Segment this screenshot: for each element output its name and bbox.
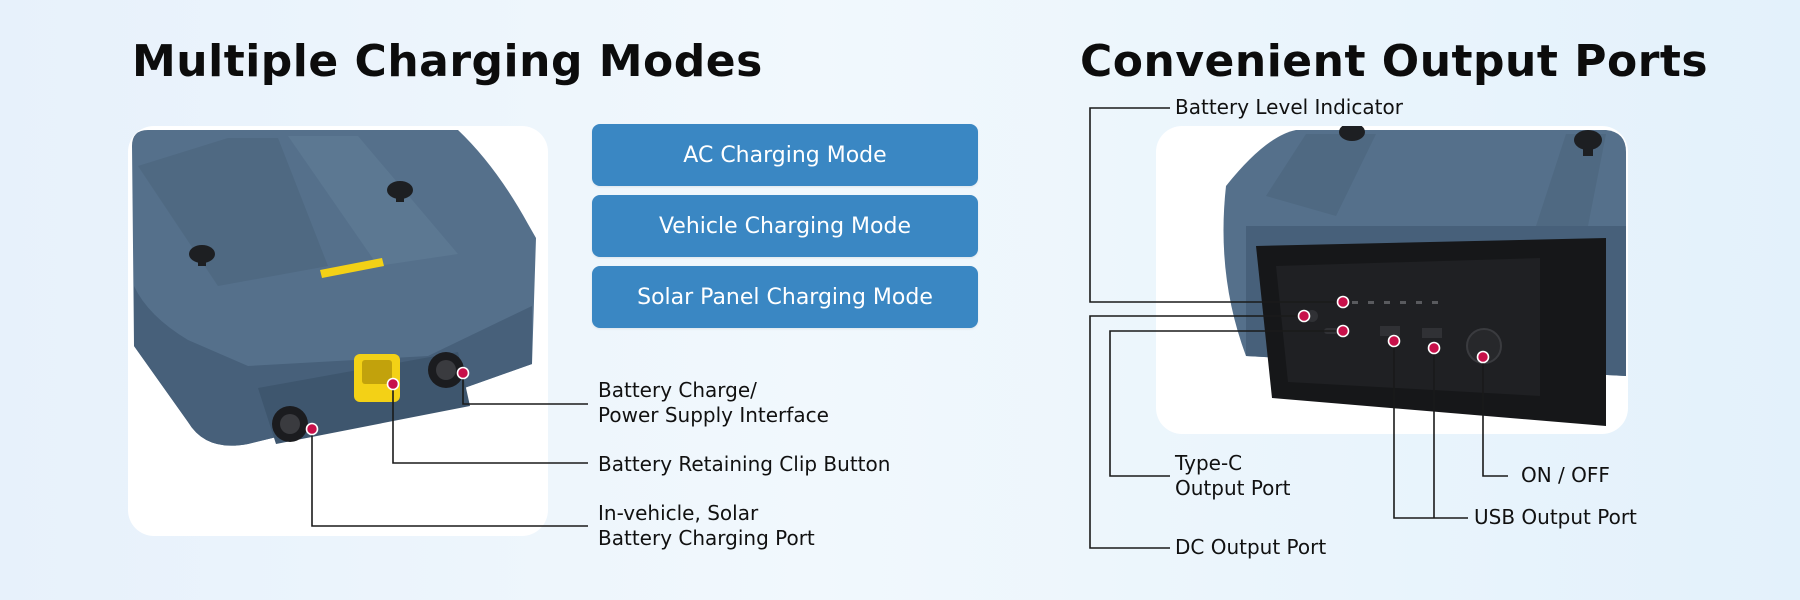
clip-button-label: Battery Retaining Clip Button: [598, 452, 891, 476]
battery-bottom-image: [128, 126, 548, 536]
right-section-title: Convenient Output Ports: [1080, 36, 1709, 87]
dc-port-label: DC Output Port: [1175, 535, 1327, 559]
left-section-title: Multiple Charging Modes: [132, 36, 763, 87]
type-c-label-line2: Output Port: [1175, 476, 1291, 500]
charging-port-label-line2: Battery Charging Port: [598, 526, 815, 550]
vehicle-charging-mode-button[interactable]: Vehicle Charging Mode: [592, 195, 978, 257]
type-c-label-line1: Type-C: [1175, 451, 1243, 475]
type-c-label: Type-C Output Port: [1175, 451, 1290, 501]
battery-level-label: Battery Level Indicator: [1175, 95, 1403, 119]
ac-charging-mode-button[interactable]: AC Charging Mode: [592, 124, 978, 186]
power-interface-label-line2: Power Supply Interface: [598, 403, 829, 427]
power-interface-label: Battery Charge/ Power Supply Interface: [598, 378, 829, 428]
on-off-label: ON / OFF: [1521, 463, 1610, 487]
charging-port-label: In-vehicle, Solar Battery Charging Port: [598, 501, 815, 551]
power-interface-label-line1: Battery Charge/: [598, 378, 757, 402]
usb-label: USB Output Port: [1474, 505, 1637, 529]
solar-panel-charging-mode-button[interactable]: Solar Panel Charging Mode: [592, 266, 978, 328]
charging-port-label-line1: In-vehicle, Solar: [598, 501, 759, 525]
battery-front-image: [1156, 126, 1628, 434]
